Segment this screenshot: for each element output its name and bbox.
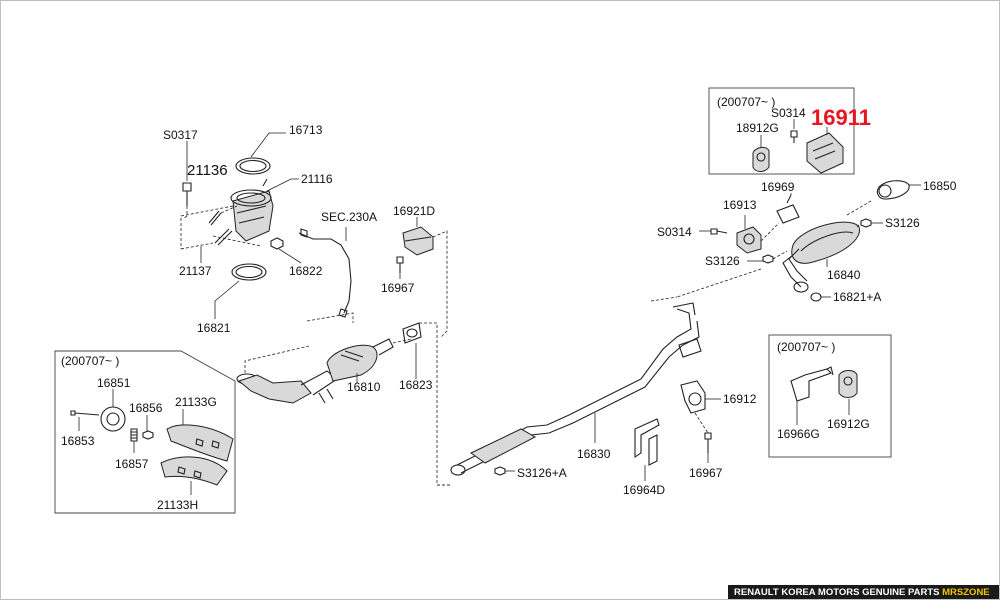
gasket-16823 xyxy=(402,322,451,486)
bolt-s0317 xyxy=(182,182,192,206)
oxygen-sensor-sec230a xyxy=(298,227,352,318)
bolt-s0314-upper xyxy=(790,130,798,143)
bracket-16966g xyxy=(790,368,832,402)
spring-16857 xyxy=(130,428,138,442)
rubber-mount-18912g xyxy=(752,146,770,172)
label-16969: 16969 xyxy=(761,180,795,194)
label-21133h: 21133H xyxy=(157,498,198,512)
label-16912: 16912 xyxy=(723,392,757,406)
label-21137: 21137 xyxy=(179,264,212,278)
label-21136: 21136 xyxy=(187,162,228,179)
label-16821: 16821 xyxy=(197,321,231,335)
hanger-16913 xyxy=(699,193,800,264)
stud-21136 xyxy=(208,210,222,226)
shield-21133g xyxy=(166,424,234,462)
top-right-box xyxy=(708,87,855,175)
center-pipe-16830 xyxy=(437,268,762,486)
manifold-group xyxy=(180,132,302,319)
bolt-s3126-right xyxy=(860,218,872,228)
label-16810: 16810 xyxy=(347,380,381,394)
stud-21137 xyxy=(214,228,233,246)
gasket-16713 xyxy=(235,157,271,175)
label-16856: 16856 xyxy=(129,401,163,415)
gasket-16821 xyxy=(231,263,267,281)
footer-brand: RENAULT KOREA MOTORS GENUINE PARTS xyxy=(734,587,940,598)
front-pipe-16810 xyxy=(236,312,412,404)
bottom-right-box xyxy=(768,334,892,458)
bolt-s0314-lower xyxy=(710,228,728,235)
nut-s3126-lower xyxy=(762,254,774,264)
label-16967-b: 16967 xyxy=(689,466,723,480)
label-21133g: 21133G xyxy=(175,395,217,409)
rear-muffler-16840 xyxy=(782,180,921,302)
flange-16851 xyxy=(100,406,126,432)
label-16850: 16850 xyxy=(923,179,957,193)
bracket-16969 xyxy=(776,194,800,224)
label-16857: 16857 xyxy=(115,457,149,471)
label-16964d: 16964D xyxy=(623,483,665,497)
catalyst-housing-21116 xyxy=(230,178,274,242)
label-box-left-date: (200707~ ) xyxy=(61,354,119,368)
label-s0317: S0317 xyxy=(163,128,198,142)
bracket-16911 xyxy=(806,132,844,174)
shield-21133h xyxy=(160,456,228,486)
label-16966g: 16966G xyxy=(777,427,820,441)
label-16821a: 16821+A xyxy=(833,290,881,304)
label-box-top-date: (200707~ ) xyxy=(717,95,775,109)
label-s3126-b: S3126 xyxy=(705,254,740,268)
label-sec230a: SEC.230A xyxy=(321,210,377,224)
label-16911-highlight: 16911 xyxy=(811,105,871,130)
watermark-footer: RENAULT KOREA MOTORS GENUINE PARTS MRSZO… xyxy=(728,585,999,599)
label-16853: 16853 xyxy=(61,434,95,448)
bolt-16967-b xyxy=(704,432,712,453)
label-18912g: 18912G xyxy=(736,121,779,135)
rubber-mount-16912g xyxy=(838,370,858,398)
label-16967-a: 16967 xyxy=(381,281,415,295)
nut-16856 xyxy=(142,430,154,440)
label-16913: 16913 xyxy=(723,198,757,212)
label-s0314-a: S0314 xyxy=(771,106,806,120)
label-s0314-b: S0314 xyxy=(657,225,692,239)
tailpipe-16850 xyxy=(876,180,910,200)
label-16830: 16830 xyxy=(577,447,611,461)
footer-site: MRSZONE xyxy=(942,587,990,598)
hanger-16912 xyxy=(680,380,721,463)
bolt-16853 xyxy=(70,410,100,416)
bolt-s3126a-left xyxy=(494,466,506,476)
label-16823: 16823 xyxy=(399,378,433,392)
label-21116: 21116 xyxy=(301,172,333,186)
label-16912g: 16912G xyxy=(827,417,870,431)
nut-16822 xyxy=(270,237,284,250)
bracket-16964d xyxy=(634,418,660,481)
bolt-16967-a xyxy=(396,256,404,273)
label-box-right-date: (200707~ ) xyxy=(777,340,835,354)
heat-shield-box xyxy=(54,350,236,514)
label-s3126-a: S3126 xyxy=(885,216,920,230)
bracket-16921d xyxy=(396,217,448,338)
label-16713: 16713 xyxy=(289,123,323,137)
label-16851: 16851 xyxy=(97,376,131,390)
label-s3126-c: S3126+A xyxy=(517,466,567,480)
label-16921d: 16921D xyxy=(393,204,435,218)
gasket-16821a xyxy=(810,292,822,302)
label-16822: 16822 xyxy=(289,264,323,278)
label-16840: 16840 xyxy=(827,268,861,282)
callout-labels: S0317 16713 21136 21116 21137 16822 1682… xyxy=(61,95,957,512)
